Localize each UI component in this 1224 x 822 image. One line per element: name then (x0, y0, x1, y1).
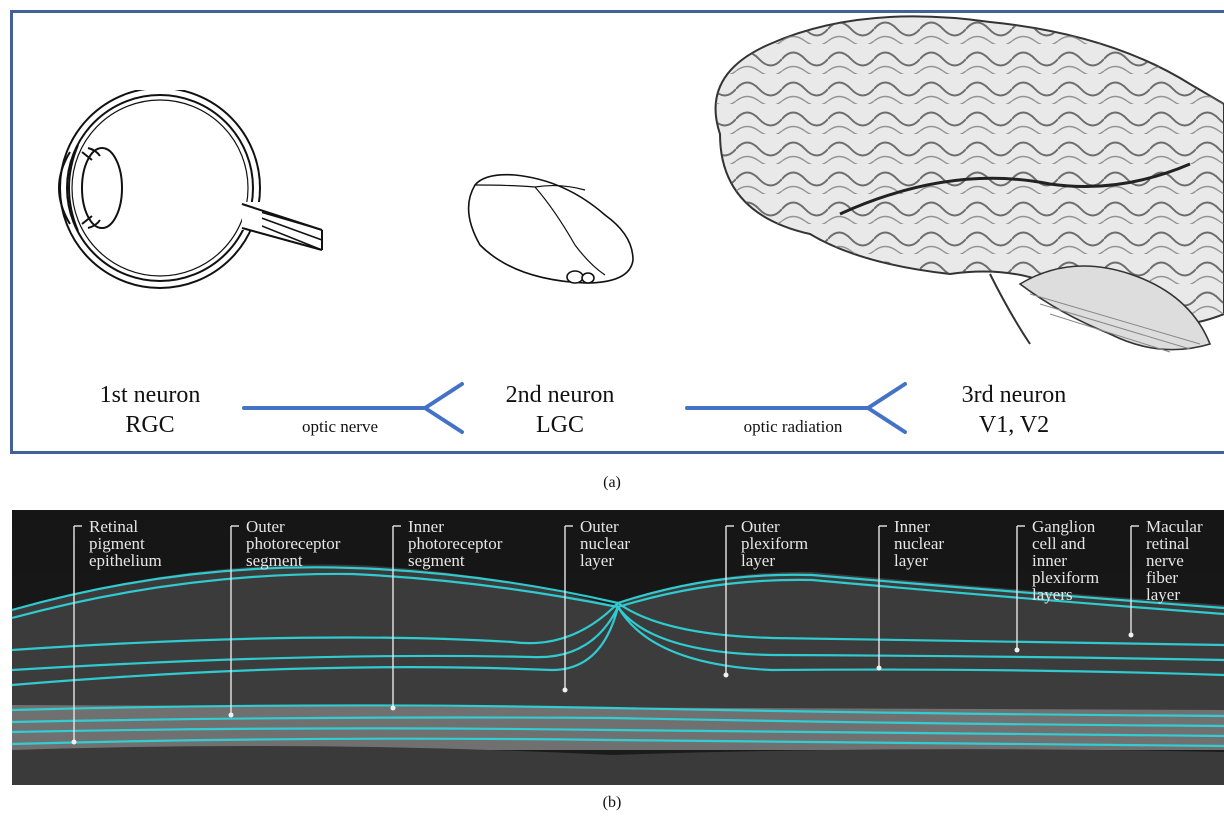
layer-label-ganglion-ipl: Ganglion cell and inner plexiform layers (1032, 518, 1099, 603)
caption-a: (a) (582, 474, 642, 492)
layer-label-outer-plexiform: Outer plexiform layer (741, 518, 808, 569)
layer-label-macular-rnfl: Macular retinal nerve fiber layer (1146, 518, 1203, 603)
layer-label-inner-nuclear: Inner nuclear layer (894, 518, 944, 569)
optic-nerve-label: optic nerve (240, 417, 440, 437)
layer-label-inner-photoreceptor: Inner photoreceptor segment (408, 518, 502, 569)
caption-b: (b) (582, 794, 642, 812)
layer-label-outer-nuclear: Outer nuclear layer (580, 518, 630, 569)
optic-radiation-label: optic radiation (693, 417, 893, 437)
eye-illustration-icon (30, 90, 330, 290)
oct-scan: Retinal pigment epithelium Outer photore… (12, 510, 1224, 785)
layer-label-rpe: Retinal pigment epithelium (89, 518, 162, 569)
layer-label-outer-photoreceptor: Outer photoreceptor segment (246, 518, 340, 569)
lgn-illustration-icon (455, 165, 655, 295)
brain-illustration-icon (690, 14, 1224, 360)
